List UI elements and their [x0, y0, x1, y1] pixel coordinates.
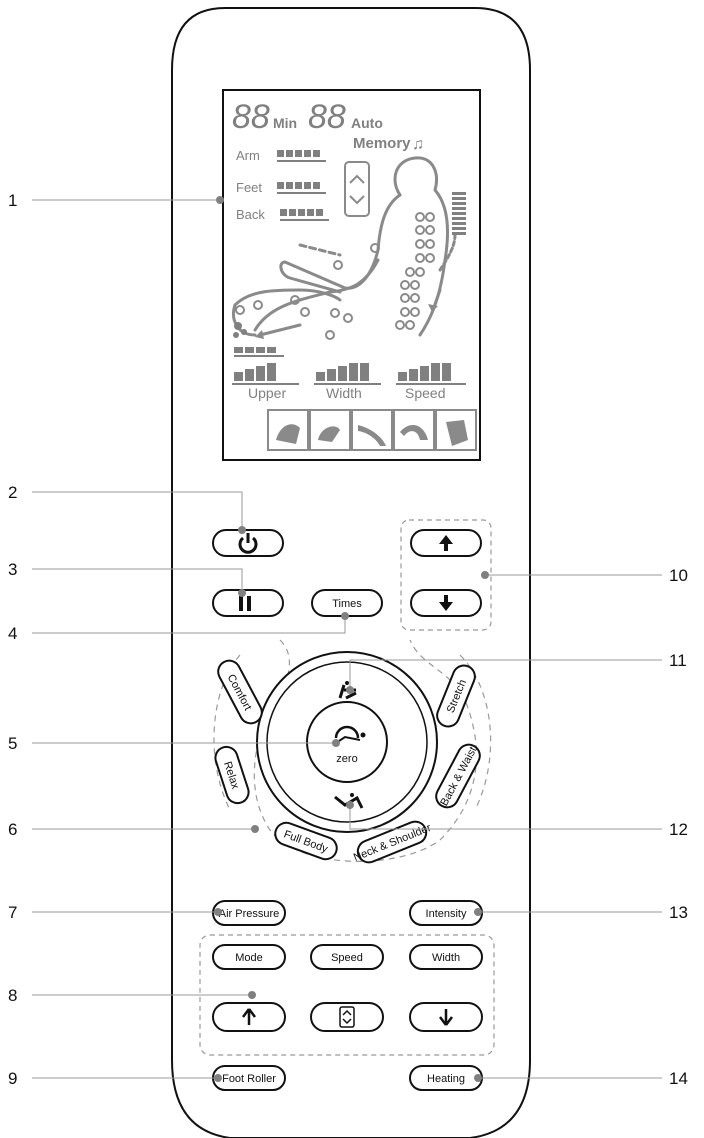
mode-button[interactable] [212, 944, 286, 970]
lcd-screen [222, 89, 481, 461]
arrow-up-icon [439, 535, 453, 551]
full-body-button[interactable] [272, 820, 340, 863]
callout-12: 12 [669, 820, 688, 839]
leader-lines [32, 196, 662, 1082]
callout-8: 8 [8, 986, 17, 1005]
lcd-speed-label: Speed [405, 385, 445, 401]
lcd-arm-label: Arm [236, 148, 260, 163]
callout-14: 14 [669, 1069, 688, 1088]
intensity-button-label: Intensity [426, 908, 467, 920]
arrow-down-icon [439, 1009, 453, 1026]
arrow-down-icon [439, 595, 453, 611]
zero-gravity-button[interactable] [306, 701, 388, 783]
music-note-icon: ♫ [412, 136, 424, 153]
clapping-icon [446, 420, 468, 446]
kneading-icon [276, 424, 300, 444]
up-down-button-group [400, 519, 492, 631]
callout-3: 3 [8, 560, 17, 579]
upper-level-bars [232, 363, 299, 385]
lcd-digits-right: 88 [308, 98, 346, 136]
lcd-body-figure [232, 156, 457, 339]
zero-label: zero [336, 753, 357, 765]
mode-button-label: Mode [235, 952, 263, 964]
feet-level-bars [277, 182, 326, 194]
lcd-memory-label: Memory [353, 135, 411, 152]
pause-icon [239, 596, 251, 611]
power-icon [238, 533, 258, 554]
arrow-up-icon [242, 1008, 256, 1025]
speed-level-bars [396, 363, 466, 385]
speed-button[interactable] [310, 944, 384, 970]
callout-6: 6 [8, 820, 17, 839]
lcd-feet-label: Feet [236, 180, 262, 195]
width-button[interactable] [409, 944, 483, 970]
comfort-button[interactable] [214, 657, 265, 727]
relax-button[interactable] [213, 744, 252, 806]
position-icon [339, 1006, 355, 1028]
manual-controls-group [199, 934, 495, 1056]
lcd-position-indicator [344, 161, 370, 217]
position-button[interactable] [310, 1002, 384, 1032]
lcd-width-label: Width [326, 385, 362, 401]
width-button-label: Width [432, 952, 460, 964]
callout-9: 9 [8, 1069, 17, 1088]
lcd-side-bar-gauge [452, 192, 466, 235]
lcd-auto-label: Auto [351, 115, 383, 131]
callout-5: 5 [8, 734, 17, 753]
foot-icon [233, 322, 247, 338]
callout-4: 4 [8, 624, 17, 643]
callout-7: 7 [8, 903, 17, 922]
lcd-roller-dots [235, 212, 435, 340]
air-pressure-button[interactable] [212, 900, 286, 926]
width-level-bars [314, 363, 381, 385]
callout-2: 2 [8, 483, 17, 502]
lcd-back-label: Back [236, 207, 265, 222]
massage-technique-icons [267, 409, 477, 451]
callout-10: 10 [669, 566, 688, 585]
speed-button-label: Speed [331, 952, 363, 964]
tapping-icon [318, 426, 340, 442]
intensity-button[interactable] [409, 900, 483, 926]
lcd-min-label: Min [273, 115, 297, 131]
back-waist-button[interactable] [432, 741, 483, 811]
foot-roller-level-bars [234, 347, 284, 357]
shiatsu-icon [400, 425, 428, 440]
callout-13: 13 [669, 903, 688, 922]
arm-level-bars [277, 150, 326, 162]
air-pressure-button-label: Air Pressure [219, 908, 280, 920]
lcd-digits-left: 88 [232, 98, 270, 136]
back-level-bars [280, 209, 329, 221]
lcd-upper-label: Upper [248, 385, 286, 401]
callout-11: 11 [669, 651, 687, 670]
foot-roller-button-label: Foot Roller [222, 1073, 276, 1085]
stretch-button[interactable] [434, 662, 478, 730]
callout-1: 1 [8, 191, 17, 210]
times-button-label: Times [332, 598, 362, 610]
rolling-icon [358, 425, 386, 446]
heating-button-label: Heating [427, 1073, 465, 1085]
